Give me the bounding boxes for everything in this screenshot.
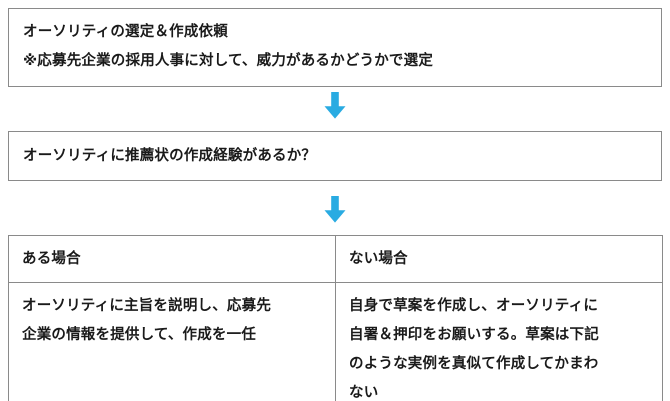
table-header-row: ある場合 ない場合 — [8, 235, 663, 283]
outcome-table: ある場合 ない場合 オーソリティに主旨を説明し、応募先 企業の情報を提供して、作… — [8, 235, 663, 401]
table-cell-has-experience-line-1: オーソリティに主旨を説明し、応募先 — [22, 298, 272, 314]
table-cell-no-experience-line-4: ない — [349, 385, 379, 401]
flow-step-selection-request-line-1: オーソリティの選定＆作成依頼 — [23, 24, 228, 40]
table-cell-has-experience: オーソリティに主旨を説明し、応募先 企業の情報を提供して、作成を一任 — [8, 282, 336, 401]
table-cell-no-experience-line-2: 自署＆押印をお願いする。草案は下記 — [349, 327, 599, 343]
table-header-no-experience: ない場合 — [335, 235, 663, 283]
arrow-down-icon — [324, 92, 346, 119]
table-row: オーソリティに主旨を説明し、応募先 企業の情報を提供して、作成を一任 自身で草案… — [8, 282, 663, 401]
flow-step-selection-request-line-2: ※応募先企業の採用人事に対して、威力があるかどうかで選定 — [23, 53, 434, 69]
table-cell-no-experience-line-1: 自身で草案を作成し、オーソリティに — [349, 298, 599, 314]
flow-step-selection-request: オーソリティの選定＆作成依頼 ※応募先企業の採用人事に対して、威力があるかどうか… — [8, 8, 662, 87]
flow-step-question-line-1: オーソリティに推薦状の作成経験があるか？ — [23, 148, 317, 164]
flow-step-question: オーソリティに推薦状の作成経験があるか？ — [8, 131, 662, 181]
table-cell-has-experience-line-2: 企業の情報を提供して、作成を一任 — [22, 327, 257, 343]
arrow-down-icon — [324, 196, 346, 223]
table-cell-no-experience-line-3: のような実例を真似て作成してかまわ — [349, 356, 599, 372]
table-cell-no-experience: 自身で草案を作成し、オーソリティに 自署＆押印をお願いする。草案は下記 のような… — [335, 282, 663, 401]
table-header-has-experience: ある場合 — [8, 235, 336, 283]
